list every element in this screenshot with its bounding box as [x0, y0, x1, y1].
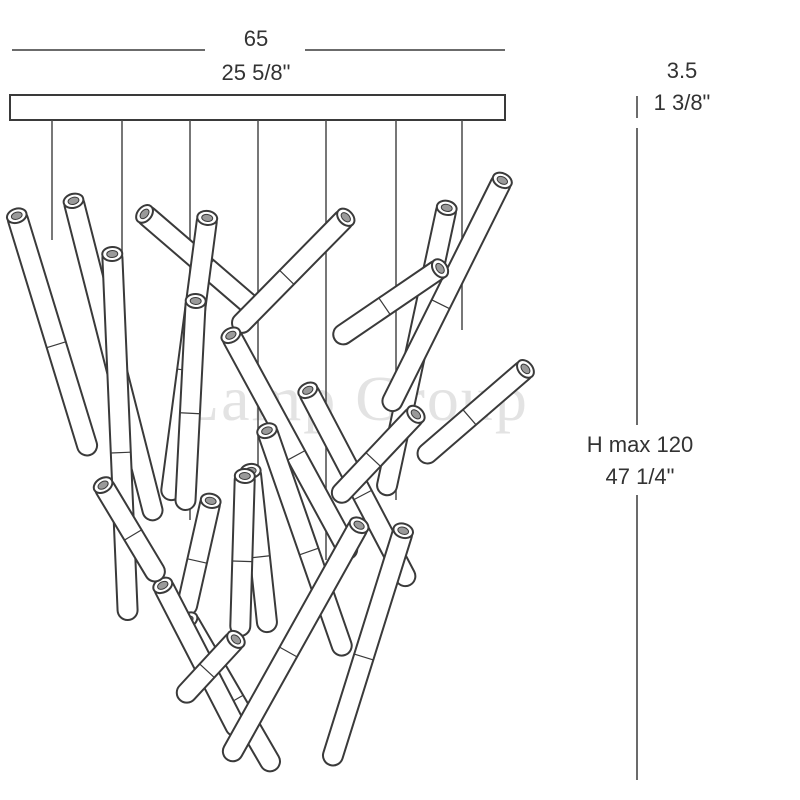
tube-bulb: [204, 496, 217, 505]
canopy-in-label: 1 3/8": [654, 90, 711, 115]
tube-bulb: [67, 196, 80, 205]
tube-bulb: [261, 426, 273, 435]
ceiling-canopy: [9, 94, 506, 121]
glass-tube: [231, 207, 356, 334]
glass-tube: [330, 404, 426, 504]
tube-joint: [279, 269, 295, 285]
width-cm-label: 65: [244, 26, 268, 51]
tube-bulb: [435, 262, 445, 274]
tube-bulb: [97, 480, 109, 490]
glass-tube: [5, 207, 99, 457]
tube-bulb: [496, 175, 508, 185]
tube-bulb: [397, 526, 410, 535]
tube-joint: [279, 646, 298, 658]
glass-tube: [381, 171, 513, 413]
tube-joint: [299, 547, 319, 556]
tube-joint: [378, 297, 391, 315]
tube-bulb: [353, 520, 365, 530]
tube-bulb: [189, 296, 202, 305]
tube-joint: [179, 412, 200, 415]
tube-bulb: [520, 363, 531, 375]
tube-bulb: [139, 208, 150, 220]
tube-bulb: [10, 211, 23, 220]
tube-bulb: [225, 330, 237, 340]
height-dimension: 3.5 1 3/8" H max 120 47 1/4": [587, 58, 711, 780]
tube-body: [176, 493, 221, 617]
tube-joint: [462, 409, 477, 426]
tube-body: [231, 209, 354, 334]
glass-tube: [176, 492, 222, 617]
tube-joint: [287, 450, 306, 461]
glass-tube: [332, 258, 450, 346]
tube-bulb: [157, 580, 169, 590]
tube-joint: [110, 451, 131, 454]
glass-tube: [174, 292, 207, 512]
tube-bulb: [302, 385, 314, 395]
glass-tube: [321, 522, 414, 767]
height-in-label: 47 1/4": [606, 464, 675, 489]
tube-bulb: [340, 212, 351, 223]
tube-bulb: [201, 213, 214, 222]
glass-tube: [416, 359, 535, 465]
tube-joint: [232, 560, 253, 563]
tube-joint: [354, 653, 374, 661]
tube-joint: [46, 341, 66, 349]
tube-bulb: [238, 471, 251, 480]
tube-bulb: [440, 203, 453, 212]
tube-joint: [365, 452, 381, 467]
glass-tube: [221, 516, 370, 763]
tube-joint: [431, 299, 450, 310]
width-dimension: 65 25 5/8": [12, 26, 505, 85]
canopy-cm-label: 3.5: [667, 58, 698, 83]
tube-joint: [187, 558, 208, 564]
glass-tube: [229, 467, 256, 638]
tube-bulb: [106, 249, 119, 258]
tube-joint: [199, 663, 215, 678]
tube-joint: [124, 529, 142, 541]
tube-bulb: [230, 634, 242, 645]
tube-joint: [353, 489, 372, 501]
tube-body: [229, 468, 256, 638]
width-in-label: 25 5/8": [222, 60, 291, 85]
tube-bulb: [410, 409, 422, 420]
glass-tube: [92, 476, 166, 583]
tube-body: [174, 293, 207, 512]
height-label: H max 120: [587, 432, 693, 457]
glass-tube: [175, 629, 246, 704]
glass-tubes: [5, 171, 535, 773]
